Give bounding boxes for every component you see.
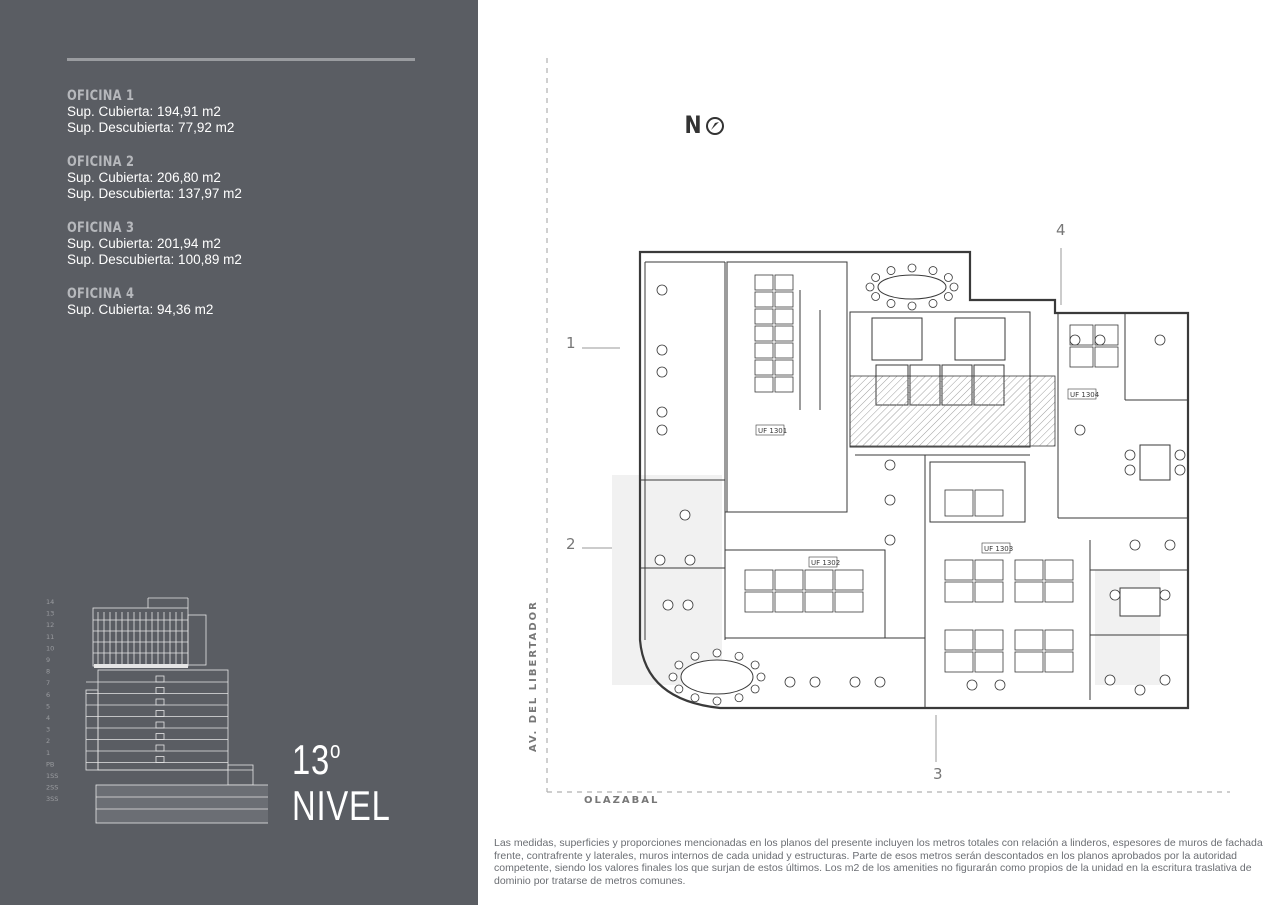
floor-label: PB (46, 760, 54, 768)
legal-disclaimer: Las medidas, superficies y proporciones … (494, 837, 1263, 887)
level-number: 13 (292, 736, 331, 783)
office-covered-area: Sup. Cubierta: 194,91 m2 (67, 104, 221, 119)
office-3: OFICINA 3 Sup. Cubierta: 201,94 m2 Sup. … (67, 220, 447, 268)
floor-label: 5 (46, 702, 50, 710)
office-covered-area: Sup. Cubierta: 201,94 m2 (67, 236, 221, 251)
floor-label: 3SS (46, 795, 58, 803)
unit-tag-1304: UF 1304 (1070, 391, 1100, 399)
floor-label: 12 (46, 621, 54, 629)
office-2: OFICINA 2 Sup. Cubierta: 206,80 m2 Sup. … (67, 154, 447, 202)
office-name: OFICINA 3 (67, 220, 135, 236)
floor-label: 11 (46, 633, 54, 641)
office-list: OFICINA 1 Sup. Cubierta: 194,91 m2 Sup. … (67, 88, 447, 336)
floor-label: 4 (46, 714, 50, 722)
floor-label: 14 (46, 598, 54, 606)
office-name: OFICINA 1 (67, 88, 135, 104)
level-word: NIVEL (292, 782, 391, 829)
building-elevation-diagram: 14 13 12 11 10 9 8 7 6 5 4 3 2 1PB 1SS 2SS 3SS (46, 597, 268, 824)
floor-label: 2 (46, 737, 50, 745)
floor-label: 10 (46, 644, 54, 652)
office-uncovered-area: Sup. Descubierta: 77,92 m2 (67, 120, 235, 135)
floor-label: 2SS (46, 784, 58, 792)
compass-icon (706, 117, 724, 135)
axis-label-3: 3 (933, 765, 943, 783)
office-uncovered-area: Sup. Descubierta: 100,89 m2 (67, 252, 242, 267)
office-uncovered-area: Sup. Descubierta: 137,97 m2 (67, 186, 242, 201)
level-title: 13o NIVEL (292, 728, 391, 829)
office-covered-area: Sup. Cubierta: 94,36 m2 (67, 302, 214, 317)
floor-label: 1SS (46, 772, 58, 780)
office-covered-area: Sup. Cubierta: 206,80 m2 (67, 170, 221, 185)
axis-label-2: 2 (566, 535, 576, 553)
north-label: N (684, 111, 702, 139)
unit-tag-1302: UF 1302 (811, 559, 840, 567)
street-label-horizontal: OLAZABAL (584, 795, 660, 806)
floor-label: 8 (46, 668, 50, 676)
floor-label: 9 (46, 656, 50, 664)
floor-label: 3 (46, 726, 50, 734)
floor-label: 7 (46, 679, 50, 687)
floor-label: 13 (46, 610, 54, 618)
office-4: OFICINA 4 Sup. Cubierta: 94,36 m2 (67, 286, 447, 318)
office-name: OFICINA 4 (67, 286, 135, 302)
street-label-vertical: AV. DEL LIBERTADOR (528, 600, 539, 752)
info-sidebar: OFICINA 1 Sup. Cubierta: 194,91 m2 Sup. … (0, 0, 478, 905)
level-degree: o (330, 737, 342, 764)
office-name: OFICINA 2 (67, 154, 135, 170)
top-divider (67, 58, 415, 61)
floor-label: 6 (46, 691, 50, 699)
floor-plan: UF 1301 UF 1302 UF 1303 UF 1304 (546, 58, 1230, 793)
unit-tag-1301: UF 1301 (758, 427, 787, 435)
office-1: OFICINA 1 Sup. Cubierta: 194,91 m2 Sup. … (67, 88, 447, 136)
floor-label: 1 (46, 749, 50, 757)
axis-label-4: 4 (1056, 221, 1066, 239)
axis-label-1: 1 (566, 334, 576, 352)
unit-tag-1303: UF 1303 (984, 545, 1013, 553)
